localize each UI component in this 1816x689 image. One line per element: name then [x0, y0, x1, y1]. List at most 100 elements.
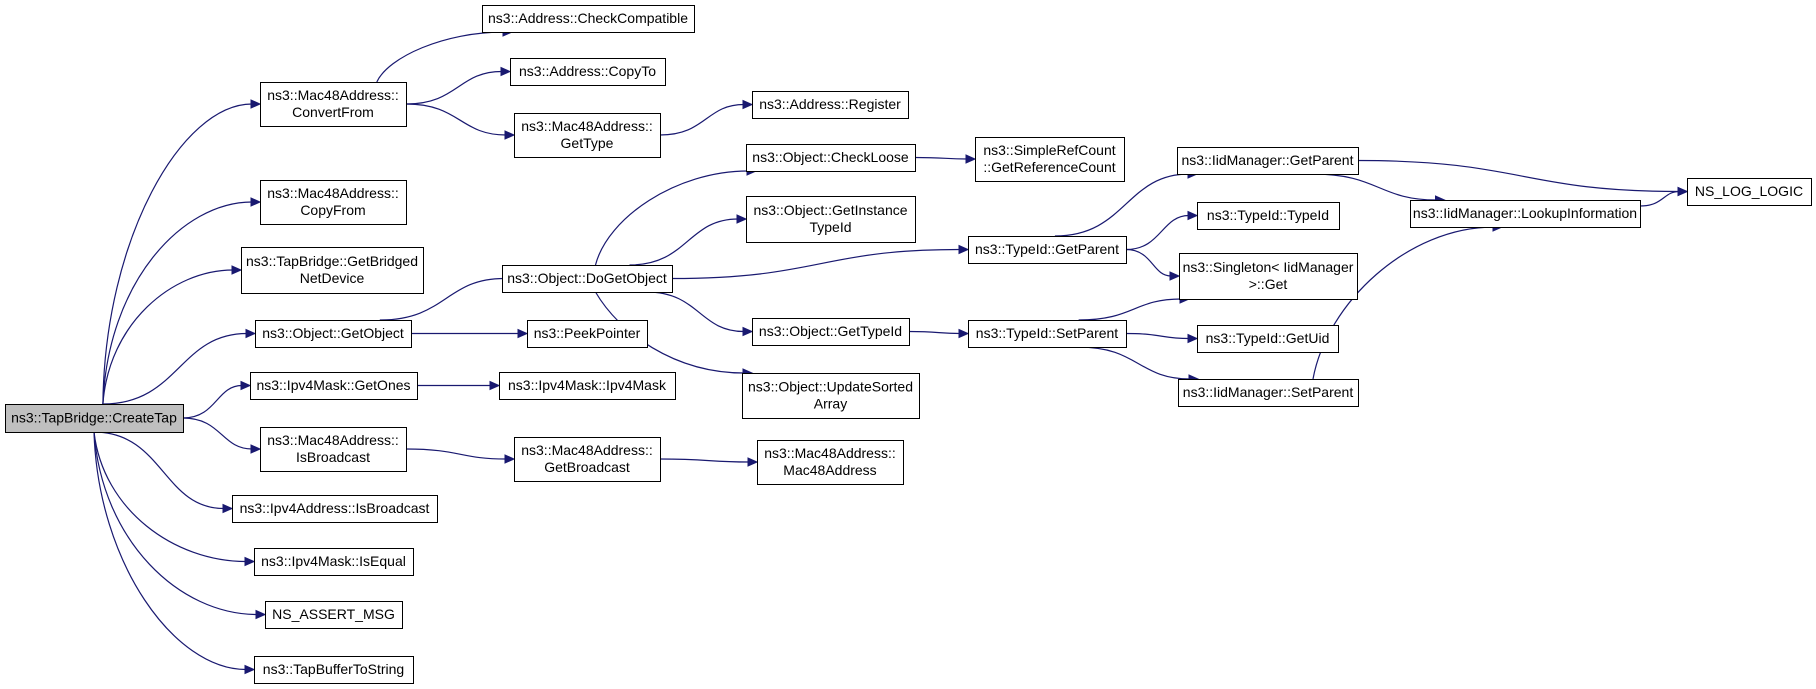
node-label-line: Array [814, 396, 847, 412]
edge-mac_convert_from-to-mac_get_type [405, 103, 516, 140]
edge-arrowhead [736, 214, 748, 224]
node-box [752, 91, 909, 119]
node-mac-get-broadcast[interactable]: ns3::Mac48Address::GetBroadcast [514, 437, 661, 482]
node-box [752, 318, 910, 346]
node-box [968, 236, 1127, 264]
node-mac-copy-from[interactable]: ns3::Mac48Address::CopyFrom [260, 180, 407, 225]
node-iid-get-parent[interactable]: ns3::IidManager::GetParent [1177, 147, 1359, 175]
node-box [746, 144, 916, 172]
node-label-line: ns3::Address::CheckCompatible [488, 10, 688, 26]
edge-line [405, 70, 503, 105]
edge-line [659, 103, 745, 136]
edge-mac_convert_from-to-addr_copy_to [405, 66, 512, 105]
node-box [265, 601, 403, 629]
edge-arrowhead [1187, 210, 1199, 221]
node-mac-is-broadcast[interactable]: ns3::Mac48Address::IsBroadcast [260, 427, 407, 472]
edge-line [594, 170, 749, 266]
node-addr-copy-to[interactable]: ns3::Address::CopyTo [510, 58, 666, 86]
node-create-tap: ns3::TapBridge::CreateTap [5, 404, 184, 433]
edge-line [182, 384, 243, 419]
edge-arrowhead [245, 328, 257, 339]
edge-line [1639, 190, 1680, 207]
node-object-do-get-object[interactable]: ns3::Object::DoGetObject [502, 265, 673, 293]
node-label-line: ns3::TapBridge::CreateTap [11, 410, 177, 426]
node-ipv4addr-is-broadcast[interactable]: ns3::Ipv4Address::IsBroadcast [232, 495, 438, 523]
node-typeid-get-uid[interactable]: ns3::TypeId::GetUid [1197, 325, 1339, 353]
node-ipv4mask-get-ones[interactable]: ns3::Ipv4Mask::GetOnes [250, 372, 418, 400]
edge-create_tap-to-tap_buffer_to_string [93, 431, 256, 675]
node-iid-set-parent[interactable]: ns3::IidManager::SetParent [1178, 379, 1359, 407]
node-mac-get-type[interactable]: ns3::Mac48Address::GetType [514, 113, 661, 158]
edge-typeid_set_parent-to-typeid_get_uid [1125, 332, 1199, 344]
node-simple-ref-count[interactable]: ns3::SimpleRefCount::GetReferenceCount [975, 137, 1125, 182]
node-typeid-set-parent[interactable]: ns3::TypeId::SetParent [968, 320, 1127, 348]
node-box [1197, 202, 1340, 230]
edge-ipv4mask_get_ones-to-ipv4mask_ctor [416, 380, 501, 391]
node-box [1410, 200, 1641, 228]
node-box [527, 320, 648, 348]
nodes-layer: ns3::TapBridge::CreateTapns3::Mac48Addre… [5, 5, 1812, 684]
edge-iid_get_parent-to-iid_lookup_information [1312, 173, 1446, 205]
node-mac-ctor[interactable]: ns3::Mac48Address::Mac48Address [757, 440, 904, 485]
edge-line [376, 31, 505, 83]
node-ipv4mask-is-equal[interactable]: ns3::Ipv4Mask::IsEqual [254, 548, 414, 576]
node-label-line: GetBroadcast [544, 459, 630, 475]
edge-object_get_typeid-to-typeid_set_parent [908, 328, 970, 339]
node-box [250, 372, 418, 400]
node-box [502, 265, 673, 293]
node-label-line: Mac48Address [783, 462, 876, 478]
node-object-check-loose[interactable]: ns3::Object::CheckLoose [746, 144, 916, 172]
node-label-line: ns3::Object::DoGetObject [507, 270, 667, 286]
edge-line [93, 431, 258, 616]
node-addr-register[interactable]: ns3::Address::Register [752, 91, 909, 119]
edge-create_tap-to-ipv4mask_get_ones [182, 380, 252, 419]
edge-arrowhead [1187, 333, 1199, 344]
node-singleton-get[interactable]: ns3::Singleton< IidManager>::Get [1179, 253, 1358, 300]
node-object-get-typeid[interactable]: ns3::Object::GetTypeId [752, 318, 910, 346]
edge-line [182, 417, 253, 450]
node-box [1179, 253, 1358, 300]
node-peek-pointer[interactable]: ns3::PeekPointer [527, 320, 648, 348]
node-label-line: ns3::Singleton< IidManager [1183, 259, 1354, 275]
edge-arrowhead [742, 99, 754, 110]
edge-line [1357, 159, 1680, 193]
edge-arrowhead [958, 244, 970, 255]
node-tap-buffer-to-string[interactable]: ns3::TapBufferToString [254, 656, 414, 684]
edge-arrowhead [240, 380, 252, 391]
edge-arrowhead [1169, 271, 1181, 281]
node-iid-lookup-information[interactable]: ns3::IidManager::LookupInformation [1410, 200, 1641, 228]
node-object-get-object[interactable]: ns3::Object::GetObject [255, 320, 412, 348]
node-box [975, 137, 1125, 182]
node-label-line: ns3::Object::GetObject [262, 325, 404, 341]
node-ipv4mask-ctor[interactable]: ns3::Ipv4Mask::Ipv4Mask [499, 372, 676, 400]
node-box [1178, 379, 1359, 407]
edge-create_tap-to-ns_assert_msg [93, 431, 267, 620]
edge-line [1312, 173, 1437, 201]
node-mac-convert-from[interactable]: ns3::Mac48Address::ConvertFrom [260, 82, 407, 127]
node-typeid-ctor[interactable]: ns3::TypeId::TypeId [1197, 202, 1340, 230]
edge-line [405, 103, 507, 136]
edge-line [93, 431, 225, 510]
node-label-line: ns3::Address::Register [759, 96, 901, 112]
node-box [968, 320, 1127, 348]
node-label-line: TypeId [809, 219, 851, 235]
node-label-line: ns3::IidManager::GetParent [1182, 152, 1354, 168]
edge-arrowhead [517, 328, 529, 339]
edge-arrowhead [250, 99, 262, 109]
node-label-line: ns3::PeekPointer [534, 325, 641, 341]
edge-typeid_set_parent-to-singleton_get [1078, 294, 1191, 321]
node-label-line: ns3::SimpleRefCount [983, 142, 1115, 158]
node-addr-check-compatible[interactable]: ns3::Address::CheckCompatible [482, 5, 695, 33]
node-label-line: ns3::Mac48Address:: [521, 118, 653, 134]
node-ns-assert-msg[interactable]: NS_ASSERT_MSG [265, 601, 403, 629]
node-typeid-get-parent[interactable]: ns3::TypeId::GetParent [968, 236, 1127, 264]
node-label-line: ns3::Mac48Address:: [267, 432, 399, 448]
node-label-line: ns3::Ipv4Mask::IsEqual [261, 553, 406, 569]
edge-line [646, 291, 745, 333]
node-label-line: ns3::TapBridge::GetBridged [246, 253, 418, 269]
node-box [5, 404, 184, 433]
node-ns-log-logic[interactable]: NS_LOG_LOGIC [1687, 178, 1812, 206]
